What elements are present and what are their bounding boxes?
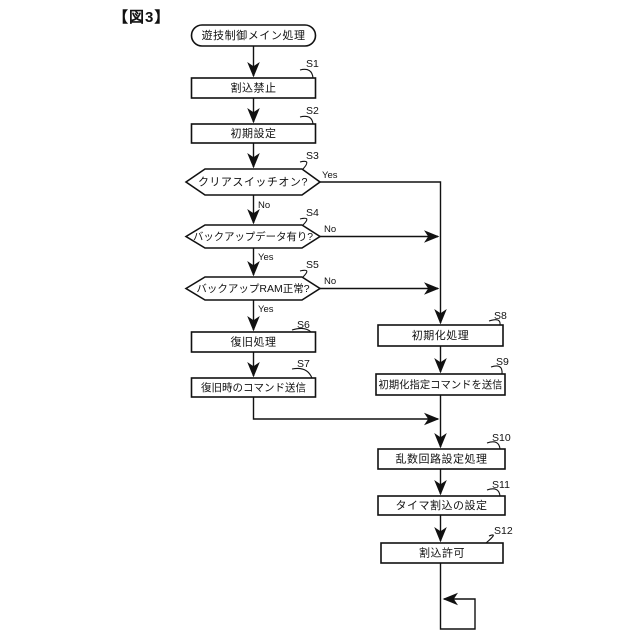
- s10-label: 乱数回路設定処理: [396, 452, 488, 466]
- s3-no-label: No: [258, 200, 270, 211]
- leader-s9: [490, 365, 503, 375]
- s1-process-shape: [190, 77, 317, 99]
- leader-s8: [488, 319, 501, 326]
- figure-title: 【図3】: [113, 9, 171, 26]
- s8-label: 初期化処理: [412, 328, 470, 342]
- s4-step-id: S4: [306, 207, 319, 219]
- s3-label: クリアスイッチオン?: [198, 176, 308, 189]
- s12-step-id: S12: [494, 525, 513, 537]
- s4-yes-label: Yes: [258, 252, 274, 263]
- leader-s10: [486, 441, 501, 450]
- s7-label: 復旧時のコマンド送信: [201, 381, 306, 394]
- s3-step-id: S3: [306, 150, 319, 162]
- s11-label: タイマ割込の設定: [396, 498, 488, 512]
- s6-label: 復旧処理: [231, 336, 277, 349]
- s4-label: バックアップデータ有り?: [193, 230, 313, 243]
- s9-step-id: S9: [496, 356, 509, 368]
- leader-s6: [291, 327, 312, 333]
- node-s9: 初期化指定コマンドを送信 S9: [375, 356, 509, 396]
- leader-s4: [299, 217, 308, 226]
- node-s2: 初期設定 S2: [190, 105, 319, 144]
- connectors: [247, 46, 476, 630]
- s8-process-shape: [377, 324, 504, 347]
- edge-s12-loop: [439, 563, 476, 630]
- s4-no-label: No: [324, 224, 336, 235]
- s5-yes-label: Yes: [258, 304, 274, 315]
- s12-label: 割込許可: [419, 546, 465, 560]
- node-s8: 初期化処理 S8: [377, 310, 507, 347]
- s5-label: バックアップRAM正常?: [196, 282, 309, 295]
- s3-yes-label: Yes: [322, 170, 338, 181]
- node-s10: 乱数回路設定処理 S10: [377, 432, 511, 470]
- leader-s2: [299, 115, 314, 125]
- s11-process-shape: [377, 495, 506, 516]
- node-s1: 割込禁止 S1: [190, 58, 319, 99]
- s2-step-id: S2: [306, 105, 319, 117]
- s11-step-id: S11: [492, 479, 510, 491]
- s10-process-shape: [377, 448, 506, 470]
- node-s3: クリアスイッチオン? S3 Yes No: [184, 150, 338, 211]
- step-id-leaders: [291, 68, 503, 544]
- s7-process-shape: [190, 377, 317, 398]
- s7-step-id: S7: [297, 358, 310, 370]
- s6-process-shape: [190, 331, 317, 353]
- node-s7: 復旧時のコマンド送信 S7: [190, 358, 317, 398]
- s10-step-id: S10: [492, 432, 511, 444]
- s1-label: 割込禁止: [231, 81, 277, 95]
- edge-s7-join: [252, 397, 440, 426]
- s6-step-id: S6: [297, 319, 310, 331]
- s12-process-shape: [380, 542, 504, 564]
- edge-s3-yes-s8: [320, 181, 447, 325]
- s3-decision-shape: [184, 168, 322, 196]
- node-start: 遊技制御メイン処理: [190, 24, 317, 47]
- s5-no-label: No: [324, 276, 336, 287]
- leader-s11: [486, 488, 501, 497]
- start-terminal-shape: [190, 24, 317, 47]
- s5-step-id: S5: [306, 259, 319, 271]
- s2-label: 初期設定: [231, 126, 277, 140]
- start-terminal-label: 遊技制御メイン処理: [202, 28, 306, 42]
- leader-s5: [299, 269, 308, 278]
- node-s6: 復旧処理 S6: [190, 319, 317, 353]
- s8-step-id: S8: [494, 310, 507, 322]
- node-s4: バックアップデータ有り? S4 No Yes: [184, 207, 336, 263]
- s9-label: 初期化指定コマンドを送信: [379, 378, 503, 391]
- node-s5: バックアップRAM正常? S5 No Yes: [184, 259, 336, 315]
- leader-s1: [299, 68, 314, 79]
- s1-step-id: S1: [306, 58, 319, 70]
- leader-s12: [485, 534, 494, 544]
- leader-s7: [291, 367, 313, 379]
- s4-decision-shape: [184, 224, 322, 249]
- node-s12: 割込許可 S12: [380, 525, 513, 564]
- leader-s3: [299, 160, 308, 170]
- s9-process-shape: [375, 373, 506, 396]
- node-s11: タイマ割込の設定 S11: [377, 479, 510, 516]
- s5-decision-shape: [184, 276, 322, 301]
- s2-process-shape: [190, 123, 317, 144]
